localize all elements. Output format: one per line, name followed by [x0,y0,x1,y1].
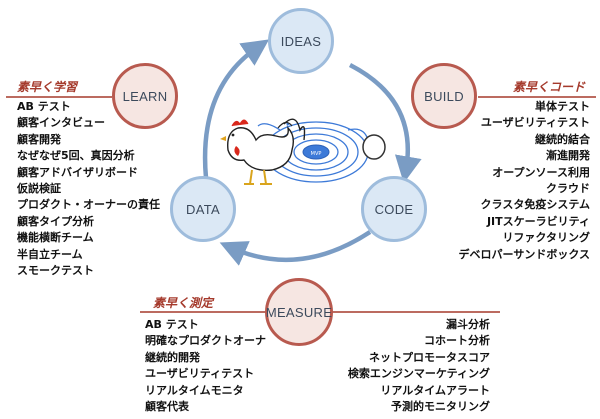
list-item: 継続的結合 [535,132,590,146]
list-item: 機能横断チーム [17,231,94,245]
cycle-arrow-data-to-ideas [202,39,270,179]
measure-practice-list-left: AB テスト 明確なプロダクトオーナ 継続的開発 ユーザビリティテスト リアルタ… [145,317,266,415]
list-item: 漏斗分析 [446,318,490,331]
measure-node: MEASURE [265,278,333,346]
list-item: オープンソース利用 [492,165,590,179]
list-item: 予測的モニタリング [391,399,490,413]
egg-icon [362,134,386,160]
list-item: リアルタイムアラート [380,383,490,397]
list-item: 顧客タイプ分析 [17,214,94,228]
list-item: 半自立チーム [17,247,83,261]
data-node: DATA [170,176,236,242]
list-item: なぜなぜ5回、真因分析 [17,149,135,163]
list-item: JITスケーラビリティ [486,214,590,228]
list-item: AB テスト [17,100,71,113]
build-node: BUILD [411,63,477,129]
list-item: 顧客アドバイザリボード [17,165,138,179]
build-practice-list: 単体テスト ユーザビリティテスト 継続的結合 漸進開発 オープンソース利用 クラ… [459,99,590,263]
code-node: CODE [361,176,427,242]
list-item: 顧客インタビュー [17,116,105,130]
learn-practice-list: AB テスト 顧客インタビュー 顧客開発 なぜなぜ5回、真因分析 顧客アドバイザ… [17,99,160,279]
list-item: 漸進開発 [546,149,590,163]
measure-heading: 素早く測定 [153,296,214,310]
learn-node: LEARN [112,63,178,129]
list-item: 仮説検証 [17,181,61,195]
list-item: AB テスト [145,318,199,331]
list-item: クラウド [546,181,590,195]
list-item: リアルタイムモニタ [145,383,244,397]
measure-practice-list-right: 漏斗分析 コホート分析 ネットプロモータスコア 検索エンジンマーケティング リア… [348,317,490,415]
mvp-label: MVP [311,151,322,157]
list-item: ユーザビリティテスト [480,116,590,130]
list-item: デベロパーサンドボックス [458,247,590,261]
list-item: 明確なプロダクトオーナ [145,334,266,348]
learn-heading: 素早く学習 [17,80,78,94]
list-item: ユーザビリティテスト [145,367,255,381]
list-item: リファクタリング [502,231,590,245]
ideas-node: IDEAS [268,8,334,74]
build-heading: 素早くコード [513,80,586,94]
list-item: 顧客代表 [145,399,189,413]
list-item: コホート分析 [424,334,490,348]
list-item: 単体テスト [535,100,590,113]
list-item: プロダクト・オーナーの責任 [17,198,160,212]
cycle-arrow-code-to-data [219,230,372,266]
list-item: 顧客開発 [17,132,61,146]
list-item: クラスタ免疫システム [480,198,590,212]
list-item: 検索エンジンマーケティング [347,367,490,381]
list-item: ネットプロモータスコア [369,350,490,364]
chicken-icon [220,118,306,185]
cycle-arrow-ideas-to-code [348,62,422,184]
list-item: 継続的開発 [145,350,200,364]
list-item: スモークテスト [17,263,94,277]
